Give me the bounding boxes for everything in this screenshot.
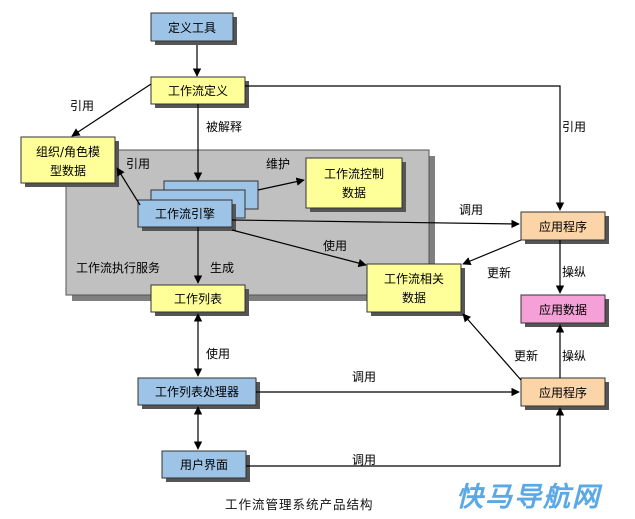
edge-label-use-related: 使用	[323, 238, 347, 253]
arrow-engine-to-orgrole	[116, 167, 141, 206]
app-data-label: 应用数据	[539, 302, 587, 317]
wf-related-label-2: 数据	[402, 290, 426, 305]
edge-label-call-ui: 调用	[352, 453, 376, 467]
arrow-engine-to-related	[231, 229, 367, 268]
diagram-caption: 工作流管理系统产品结构	[225, 497, 374, 512]
edge-label-parsed: 被解释	[206, 120, 242, 134]
def-tool-label: 定义工具	[168, 20, 216, 35]
org-role-label-2: 型数据	[50, 163, 86, 178]
user-interface-box	[161, 450, 247, 479]
app-top-label: 应用程序	[539, 219, 587, 234]
arrow-engine-to-app	[231, 219, 520, 229]
org-role-box	[20, 136, 116, 184]
app-top-box	[520, 211, 606, 241]
wf-engine-label: 工作流引擎	[155, 206, 215, 221]
worklist-handler-box	[137, 377, 257, 406]
edge-label-generate: 生成	[210, 261, 234, 275]
wf-related-label-1: 工作流相关	[384, 272, 444, 286]
arrow-engine-to-control	[257, 177, 305, 191]
arrow-app-to-related	[462, 239, 522, 265]
edge-label-update-top: 更新	[487, 265, 511, 280]
arrow-def-to-orgrole	[71, 83, 152, 137]
wf-related-box	[366, 263, 462, 313]
edge-label-call-engine: 调用	[459, 203, 483, 217]
edge-label-call-handler: 调用	[352, 370, 376, 384]
worklist-handler-label: 工作列表处理器	[155, 385, 239, 399]
edge-label-maintain: 维护	[266, 157, 290, 171]
wf-control-box	[305, 157, 403, 209]
def-tool-box	[150, 12, 234, 42]
workflow-def-label: 工作流定义	[168, 83, 228, 98]
wf-control-label-2: 数据	[342, 185, 366, 200]
edge-label-ref-engine: 引用	[126, 157, 150, 171]
app-data-box	[520, 294, 606, 324]
arrow-def-to-app	[245, 85, 565, 211]
edge-label-update-bottom: 更新	[514, 348, 538, 363]
exec-service-label: 工作流执行服务	[76, 260, 160, 275]
wf-engine-box	[137, 199, 233, 228]
edge-label-ref-left: 引用	[70, 99, 94, 113]
watermark-text: 快马导航网	[456, 482, 603, 513]
wf-control-label-1: 工作流控制	[324, 167, 384, 181]
edge-label-operate-bottom: 操纵	[562, 348, 586, 363]
edge-label-ref-right: 引用	[562, 120, 586, 134]
arrow-ui-to-app	[246, 407, 565, 467]
worklist-label: 工作列表	[174, 292, 222, 306]
edge-label-operate-top: 操纵	[562, 264, 586, 279]
worklist-box	[150, 284, 246, 313]
org-role-label-1: 组织/角色模	[36, 145, 100, 159]
app-bottom-label: 应用程序	[539, 385, 587, 400]
user-interface-label: 用户界面	[180, 457, 228, 472]
edge-label-use-worklist: 使用	[206, 346, 230, 361]
arrow-appbottom-to-related	[462, 313, 522, 381]
app-bottom-box	[520, 377, 606, 407]
